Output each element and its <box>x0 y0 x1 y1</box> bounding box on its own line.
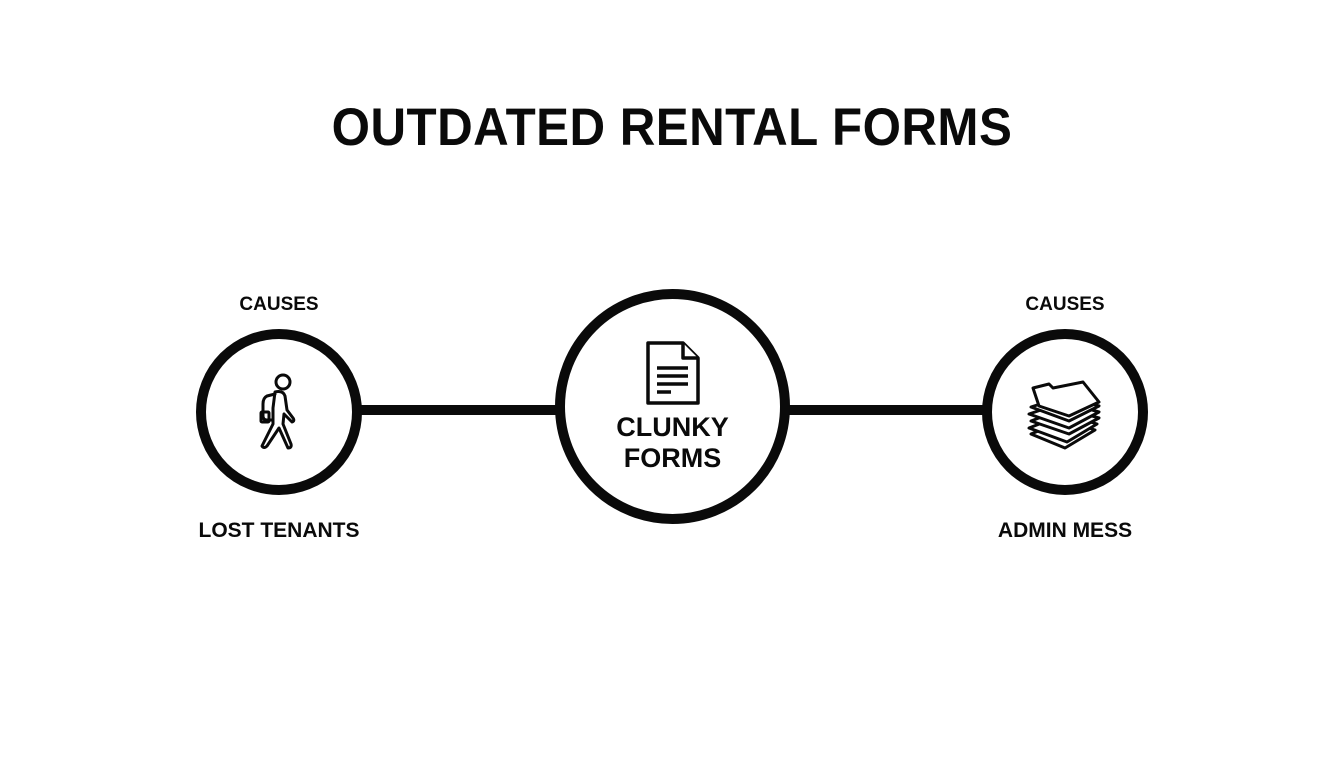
left-bottom-label: LOST TENANTS <box>198 519 360 542</box>
center-label-line2: FORMS <box>623 442 722 473</box>
right-top-label: CAUSES <box>1025 294 1105 315</box>
connector-left <box>355 405 565 415</box>
left-top-label: CAUSES <box>239 294 319 315</box>
center-node-circle: CLUNKY FORMS <box>555 289 790 524</box>
center-label-line1: CLUNKY <box>616 411 729 442</box>
paper-stack-icon <box>1025 372 1105 452</box>
connector-right <box>780 405 990 415</box>
right-bottom-label: ADMIN MESS <box>997 519 1133 542</box>
document-icon <box>645 340 701 406</box>
diagram-title: OUTDATED RENTAL FORMS <box>331 98 1013 157</box>
walking-person-icon <box>249 372 309 452</box>
left-node-circle <box>196 329 362 495</box>
right-node-circle <box>982 329 1148 495</box>
